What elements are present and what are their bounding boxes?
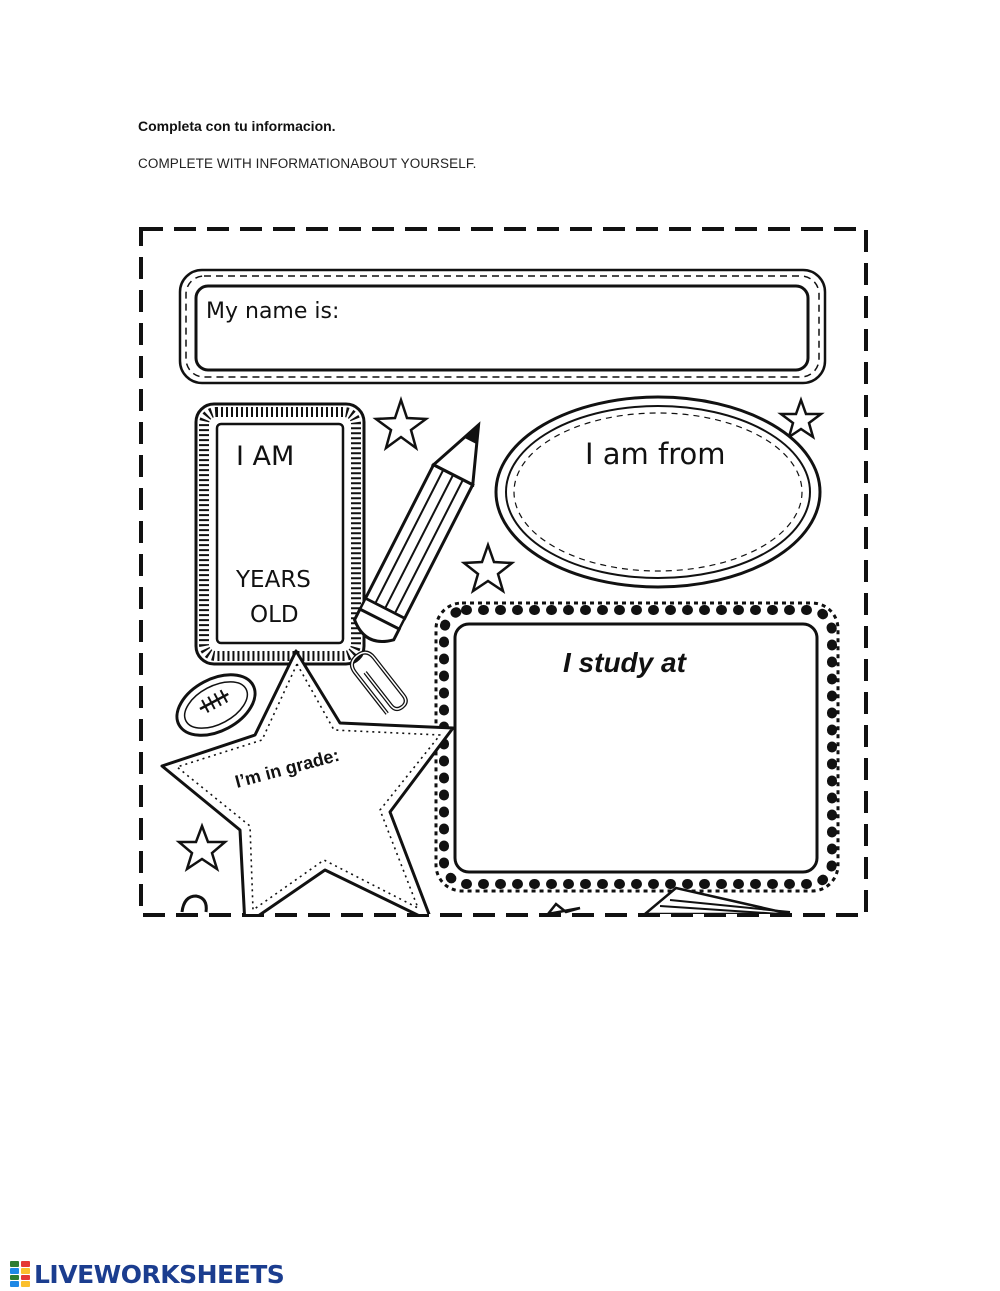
study-answer-area[interactable] bbox=[475, 690, 797, 850]
footer-branding: LIVEWORKSHEETS bbox=[10, 1257, 285, 1291]
star-icon bbox=[175, 822, 229, 873]
from-answer-area[interactable] bbox=[545, 480, 770, 540]
swirl-decoration bbox=[180, 894, 208, 913]
dashed-border bbox=[139, 227, 868, 917]
study-box bbox=[434, 601, 840, 893]
partial-star-decoration bbox=[546, 902, 581, 914]
name-label: My name is: bbox=[206, 299, 339, 324]
name-box bbox=[178, 268, 827, 385]
age-answer-area[interactable] bbox=[232, 480, 328, 550]
age-label-old: OLD bbox=[250, 602, 299, 628]
paperclip-icon bbox=[349, 650, 408, 715]
football-icon bbox=[175, 673, 257, 737]
star-icon bbox=[777, 396, 825, 440]
pencil-icon bbox=[352, 421, 481, 643]
study-label: I study at bbox=[563, 647, 688, 678]
name-answer-area[interactable] bbox=[218, 330, 798, 362]
flag-decoration bbox=[643, 886, 791, 914]
star-icon bbox=[372, 396, 430, 452]
brand-name[interactable]: LIVEWORKSHEETS bbox=[34, 1259, 285, 1289]
star-icon bbox=[460, 541, 516, 594]
grade-star bbox=[160, 649, 455, 914]
instruction-spanish: Completa con tu informacion. bbox=[138, 118, 336, 134]
grade-answer-area[interactable] bbox=[270, 800, 380, 850]
age-label-years: YEARS bbox=[235, 567, 311, 593]
from-label: I am from bbox=[585, 437, 726, 471]
instruction-english: COMPLETE WITH INFORMATIONABOUT YOURSELF. bbox=[138, 156, 477, 171]
age-box bbox=[194, 402, 366, 666]
from-oval bbox=[494, 395, 822, 589]
age-label-top: I AM bbox=[236, 441, 294, 472]
liveworksheets-logo-icon bbox=[10, 1261, 30, 1287]
